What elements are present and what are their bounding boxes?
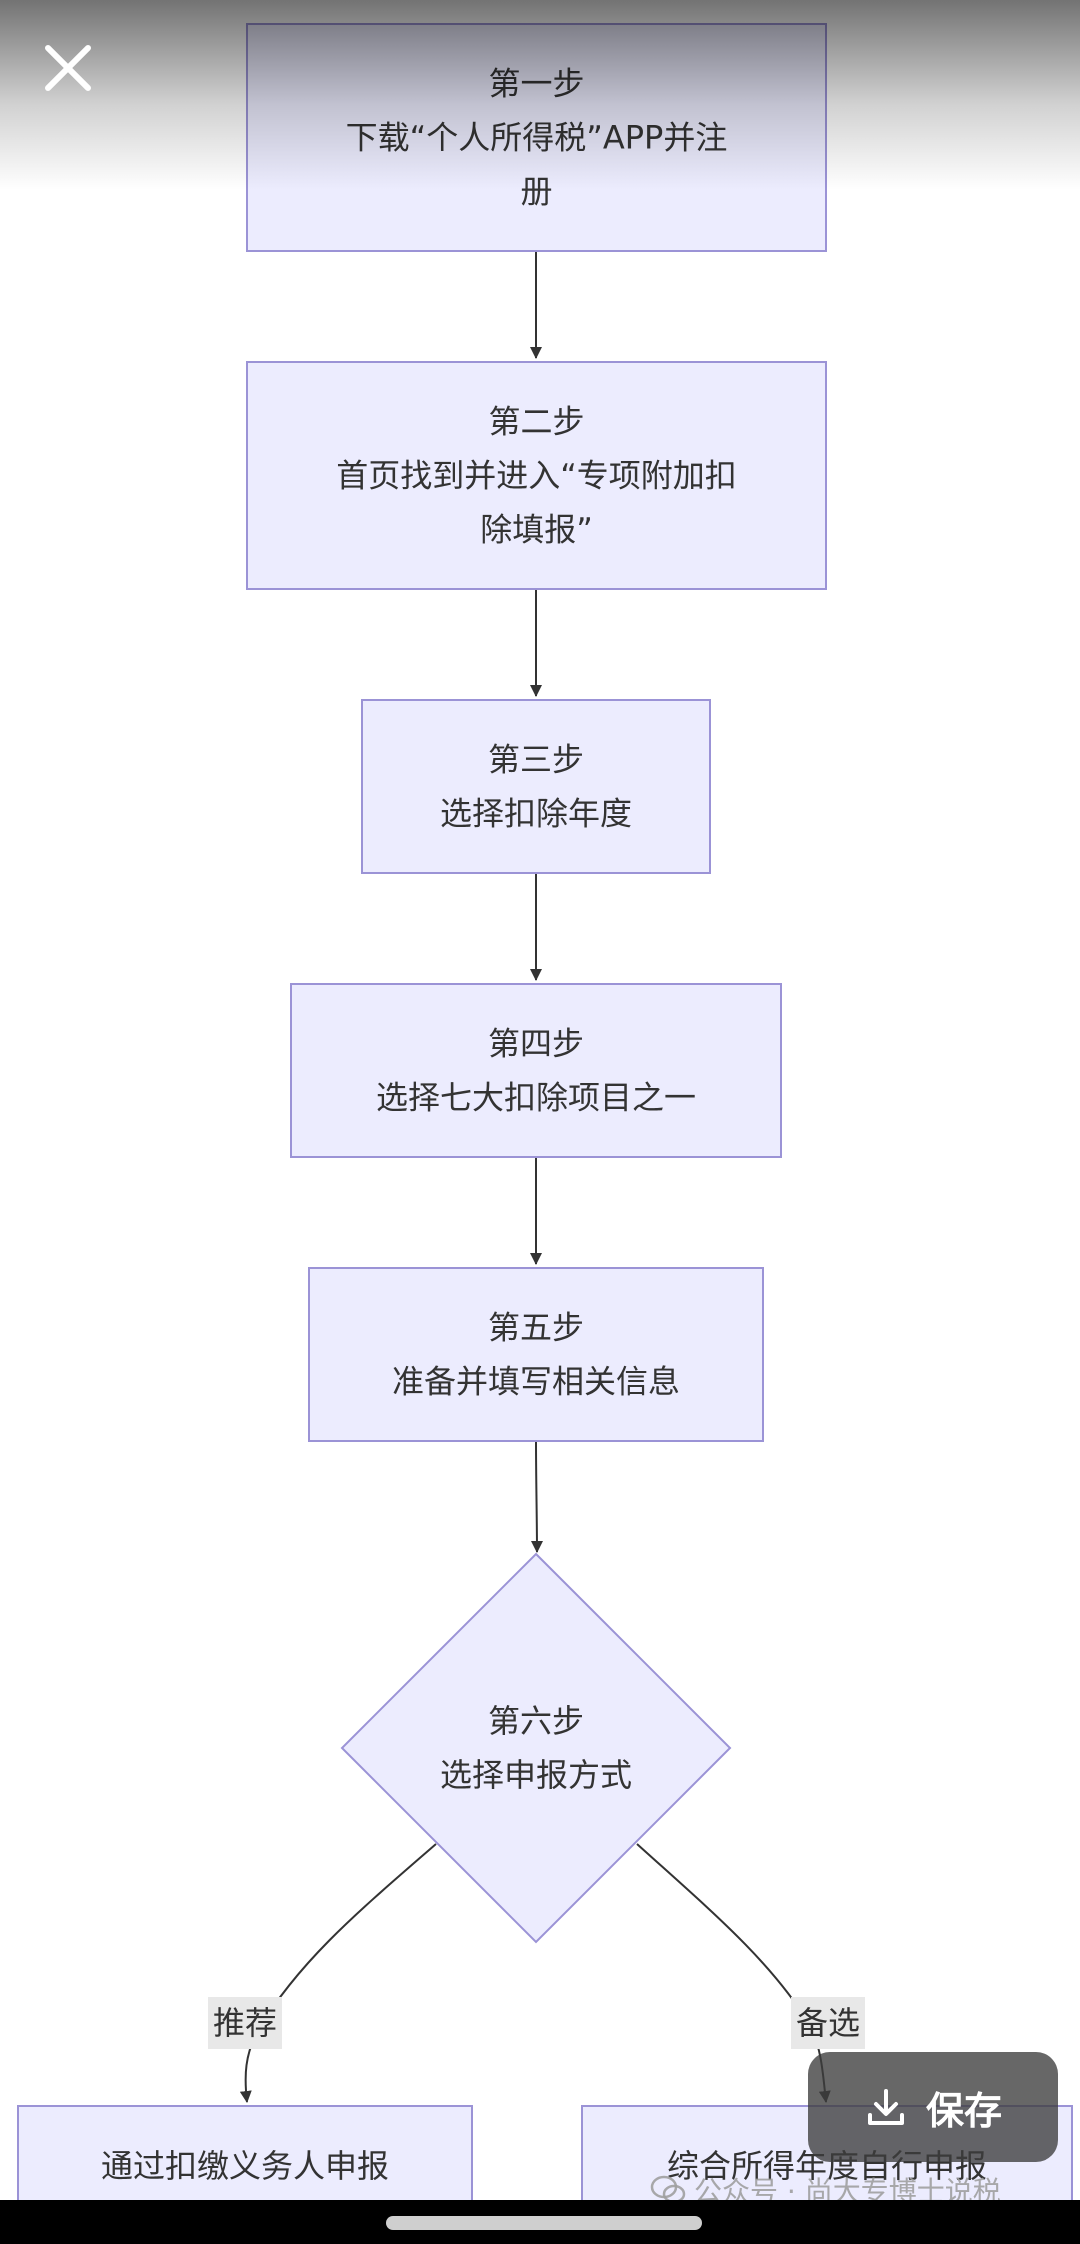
node-s2-line-1: 首页找到并进入“专项附加扣 xyxy=(336,457,737,495)
node-s2-shape xyxy=(246,361,827,590)
edge-label-s6-to-o1: 推荐 xyxy=(208,1997,282,2049)
node-s2-line-0: 第二步 xyxy=(488,403,584,441)
node-s6-line-0: 第六步 xyxy=(488,1702,584,1740)
close-icon xyxy=(45,45,91,91)
node-s2-line-2: 除填报” xyxy=(480,511,593,549)
node-s1-line-0: 第一步 xyxy=(488,65,584,103)
node-s3-shape xyxy=(361,699,711,874)
node-s4-line-1: 选择七大扣除项目之一 xyxy=(376,1079,696,1117)
node-o1-line-0: 通过扣缴义务人申报 xyxy=(101,2147,389,2185)
node-s1-line-2: 册 xyxy=(520,173,552,211)
close-button[interactable] xyxy=(38,38,98,98)
node-s3-line-1: 选择扣除年度 xyxy=(440,795,632,833)
node-s4-shape xyxy=(290,983,782,1158)
node-s5-line-1: 准备并填写相关信息 xyxy=(392,1363,680,1401)
node-s3-line-0: 第三步 xyxy=(488,741,584,779)
node-s4-line-0: 第四步 xyxy=(488,1025,584,1063)
save-label: 保存 xyxy=(925,2088,1002,2133)
node-s6-shape xyxy=(340,1552,732,1944)
edge-label-text: 备选 xyxy=(796,2004,860,2042)
system-nav-bar xyxy=(0,2200,1080,2244)
edge-label-background xyxy=(791,1997,865,2049)
node-s1-line-1: 下载“个人所得税”APP并注 xyxy=(346,119,728,157)
edge-label-text: 推荐 xyxy=(213,2004,277,2042)
download-icon xyxy=(867,2089,904,2125)
edge-label-background xyxy=(208,1997,282,2049)
edge-s6-to-o2 xyxy=(636,1843,831,2103)
node-s5-line-0: 第五步 xyxy=(488,1309,584,1347)
edge-s6-to-o1 xyxy=(239,1843,437,2103)
edge-label-s6-to-o2: 备选 xyxy=(791,1997,865,2049)
save-button[interactable]: 保存 xyxy=(808,2052,1058,2162)
home-indicator[interactable] xyxy=(386,2216,702,2230)
node-s5-shape xyxy=(308,1267,764,1442)
edge-s5-to-s6 xyxy=(530,1440,543,1553)
node-s6-line-1: 选择申报方式 xyxy=(440,1756,632,1794)
